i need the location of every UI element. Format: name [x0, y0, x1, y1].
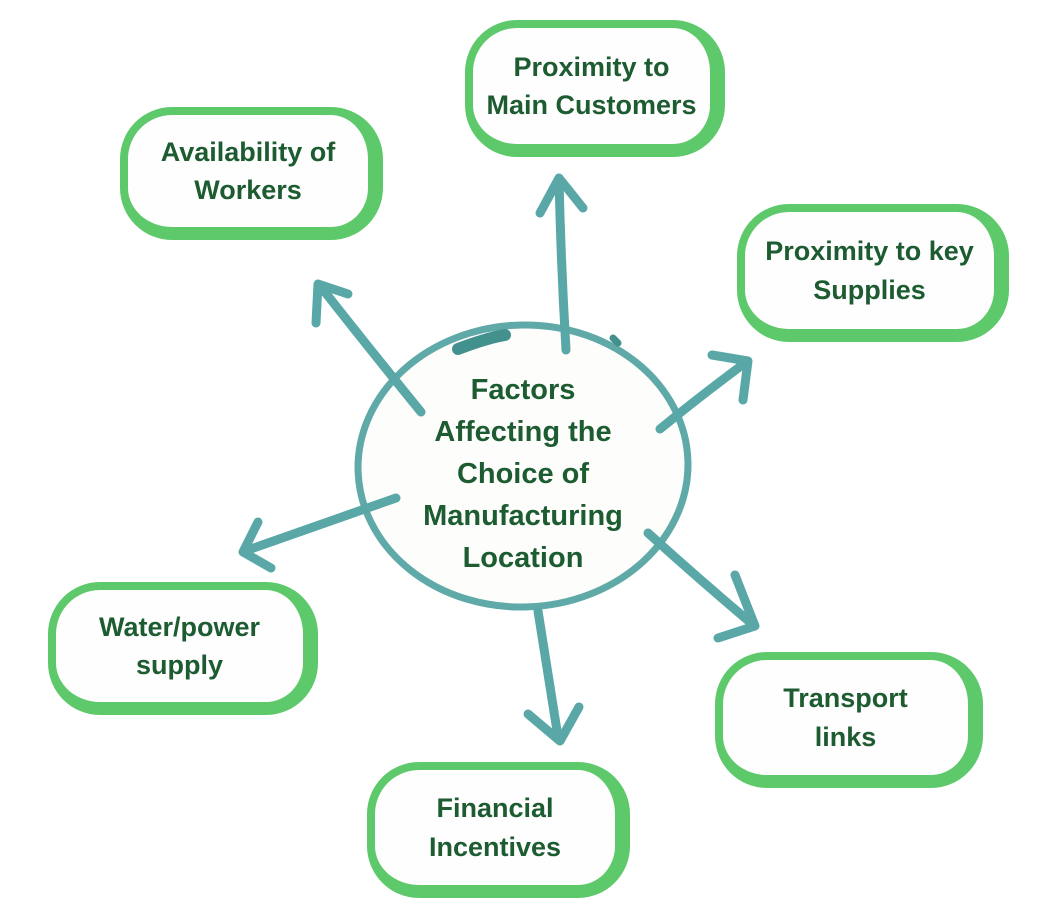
node-proximity-to-key-supplies: Proximity to key Supplies [737, 204, 1009, 342]
node-proximity-to-main-customers: Proximity to Main Customers [465, 20, 725, 157]
arrow-to-availability-workers [311, 279, 426, 417]
arrow-to-financial-incentives [523, 606, 584, 746]
ellipse-accent-stroke [452, 329, 511, 355]
arrow-shaft [533, 606, 563, 742]
arrow-shaft [554, 175, 571, 355]
arrow-to-transport-links [643, 528, 760, 643]
arrow-to-proximity-main-customers [535, 173, 588, 355]
node-financial-incentives: Financial Incentives [367, 762, 630, 898]
arrow-to-proximity-key-supplies [655, 350, 753, 434]
arrow-to-water-power-supply [238, 493, 401, 573]
arrow-shaft [243, 493, 401, 555]
center-ellipse [354, 321, 692, 611]
arrowhead [535, 173, 588, 218]
arrowhead [713, 570, 760, 643]
arrow-shaft [655, 358, 750, 434]
node-water-power-supply: Water/power supply [48, 582, 318, 715]
arrowhead [523, 702, 584, 746]
ellipse-accent-tick [609, 334, 622, 347]
arrowhead [238, 517, 276, 573]
arrowhead [707, 350, 753, 405]
arrowhead [311, 279, 353, 328]
center-topic-label: Factors Affecting the Choice of Manufact… [423, 374, 623, 574]
arrow-shaft [643, 528, 756, 628]
node-availability-of-workers: Availability of Workers [120, 107, 383, 240]
node-transport-links: Transport links [715, 652, 983, 788]
arrow-shaft [316, 282, 426, 417]
